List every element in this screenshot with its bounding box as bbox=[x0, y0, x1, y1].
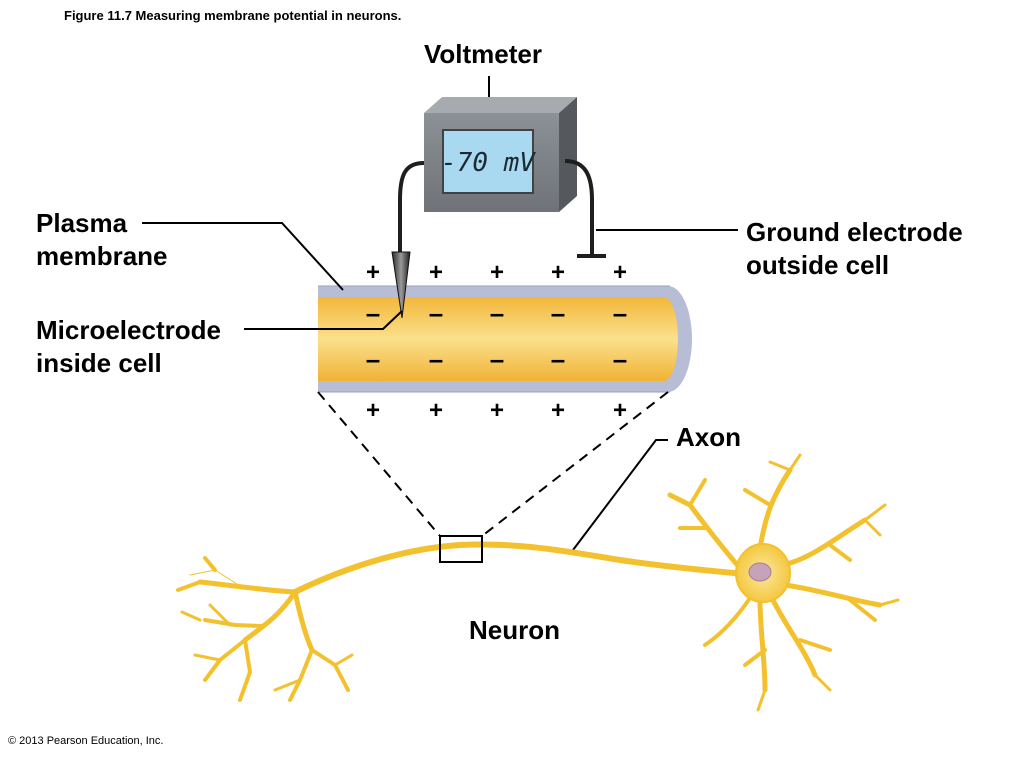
nucleus bbox=[748, 562, 772, 582]
zoom-line-right bbox=[481, 391, 669, 537]
plus-sign: + bbox=[366, 259, 380, 286]
cytoplasm bbox=[318, 297, 678, 381]
minus-sign: – bbox=[490, 344, 504, 374]
plus-sign: + bbox=[366, 397, 380, 424]
minus-sign: – bbox=[366, 344, 380, 374]
minus-sign: – bbox=[366, 298, 380, 328]
zoom-box bbox=[439, 535, 483, 563]
ground-electrode-label-line2: outside cell bbox=[746, 250, 890, 280]
inside-charges: – – – – – – – – – – bbox=[366, 298, 627, 374]
display-reading: -70 mV bbox=[441, 148, 536, 178]
minus-sign: – bbox=[613, 344, 627, 374]
axon-leader bbox=[572, 439, 668, 551]
microelectrode-label-line1: Microelectrode bbox=[36, 315, 221, 345]
minus-sign: – bbox=[551, 344, 565, 374]
outside-charges-top: + + + + + bbox=[366, 259, 627, 286]
plus-sign: + bbox=[429, 397, 443, 424]
minus-sign: – bbox=[429, 344, 443, 374]
ground-electrode-label: Ground electrode outside cell bbox=[746, 216, 963, 282]
microelectrode-label: Microelectrode inside cell bbox=[36, 314, 221, 380]
plus-sign: + bbox=[613, 397, 627, 424]
microelectrode-leader bbox=[244, 310, 403, 330]
voltmeter-display bbox=[442, 129, 534, 194]
minus-sign: – bbox=[551, 298, 565, 328]
voltmeter-side bbox=[559, 97, 577, 212]
minus-sign: – bbox=[429, 298, 443, 328]
voltmeter-top bbox=[424, 97, 577, 113]
plasma-membrane-label-line2: membrane bbox=[36, 241, 168, 271]
plasma-membrane-leader bbox=[142, 222, 344, 291]
figure-title: Figure 11.7 Measuring membrane potential… bbox=[64, 8, 402, 23]
plus-sign: + bbox=[490, 397, 504, 424]
microelectrode-label-line2: inside cell bbox=[36, 348, 162, 378]
neuron bbox=[176, 453, 900, 712]
minus-sign: – bbox=[613, 298, 627, 328]
plasma-membrane-label: Plasma membrane bbox=[36, 207, 168, 273]
axon bbox=[292, 541, 748, 595]
voltmeter: -70 mV bbox=[424, 76, 577, 212]
copyright: © 2013 Pearson Education, Inc. bbox=[8, 735, 164, 747]
plasma-membrane-label-line1: Plasma bbox=[36, 208, 128, 238]
plus-sign: + bbox=[551, 397, 565, 424]
voltmeter-label: Voltmeter bbox=[424, 39, 542, 69]
plus-sign: + bbox=[490, 259, 504, 286]
plus-sign: + bbox=[429, 259, 443, 286]
outside-charges-bottom: + + + + + bbox=[366, 397, 627, 424]
axon-label: Axon bbox=[676, 422, 741, 452]
zoom-line-left bbox=[317, 391, 441, 537]
ground-wire bbox=[564, 159, 594, 255]
axon-section bbox=[318, 285, 692, 393]
plus-sign: + bbox=[613, 259, 627, 286]
plus-sign: + bbox=[551, 259, 565, 286]
neuron-label: Neuron bbox=[469, 615, 560, 645]
ground-electrode-label-line1: Ground electrode bbox=[746, 217, 963, 247]
microelectrode-wire bbox=[398, 161, 425, 252]
microelectrode bbox=[391, 251, 411, 319]
minus-sign: – bbox=[490, 298, 504, 328]
